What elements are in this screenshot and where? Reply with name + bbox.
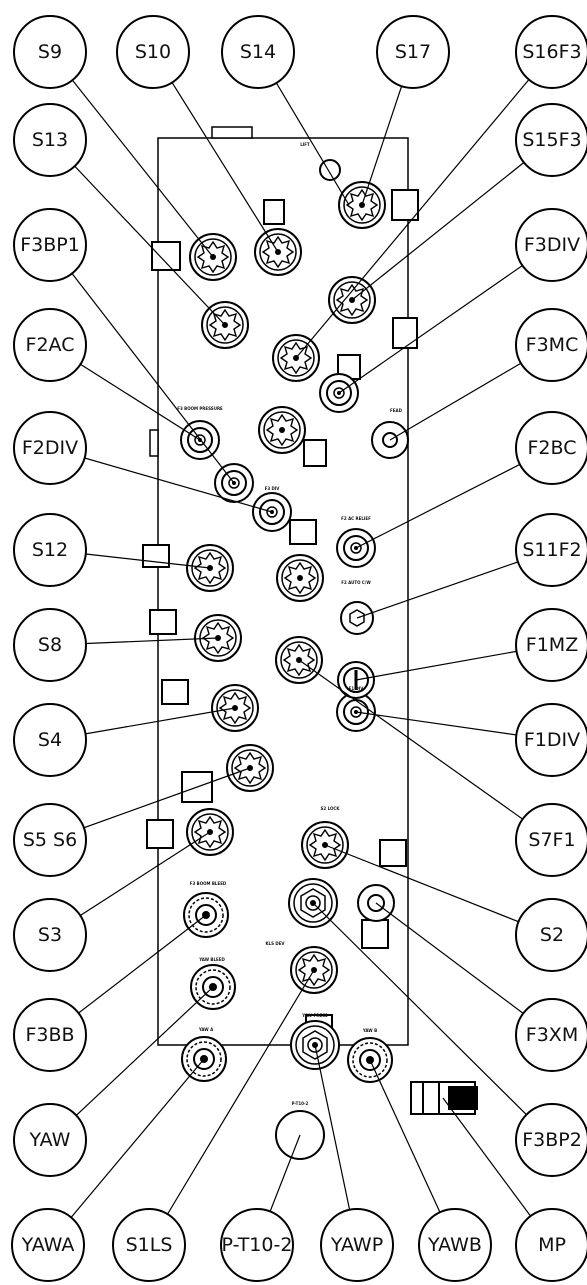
svg-text:S2: S2: [540, 924, 564, 946]
callout-s13: S13: [13, 103, 87, 177]
port-label-yaw-a: YAW A: [198, 1027, 214, 1032]
callout-f1div: F1DIV: [515, 703, 587, 777]
svg-text:F3MC: F3MC: [526, 334, 579, 356]
callout-f2div: F2DIV: [13, 411, 87, 485]
callout-pt102: P-T10-2: [220, 1208, 294, 1282]
callout-s12: S12: [13, 513, 87, 587]
callout-s7f1: S7F1: [515, 803, 587, 877]
callout-s17: S17: [376, 15, 450, 89]
callout-s8: S8: [13, 608, 87, 682]
callout-f3mc: F3MC: [515, 308, 587, 382]
port-label-f1-div: F1 DIV: [349, 686, 365, 691]
port-label-kls-dev: KLS DEV: [265, 941, 285, 946]
svg-text:S10: S10: [135, 41, 171, 63]
callout-f3bp1: F3BP1: [13, 208, 87, 282]
svg-text:S14: S14: [240, 41, 276, 63]
port-label-s2-lock: S2 LOCK: [321, 806, 341, 811]
port-label-yaw-bleed: YAW BLEED: [198, 957, 225, 962]
svg-text:MP: MP: [538, 1234, 566, 1256]
svg-text:F2AC: F2AC: [26, 334, 75, 356]
port-label-pt102: P-T10-2: [292, 1101, 309, 1106]
svg-text:F3BP2: F3BP2: [522, 1129, 582, 1151]
svg-text:S11F2: S11F2: [522, 539, 581, 561]
port-label-yaw-press: YAW PRESS: [301, 1013, 328, 1018]
callout-f3xm: F3XM: [515, 998, 587, 1072]
svg-text:F1MZ: F1MZ: [526, 634, 578, 656]
port-label-yaw-b: YAW B: [362, 1028, 377, 1033]
callout-f3bp2: F3BP2: [515, 1103, 587, 1177]
callout-yawp: YAWP: [320, 1208, 394, 1282]
callout-s5s6: S5 S6: [13, 803, 87, 877]
svg-text:F2DIV: F2DIV: [22, 437, 78, 459]
callout-s10: S10: [116, 15, 190, 89]
svg-text:S13: S13: [32, 129, 68, 151]
callout-s4: S4: [13, 703, 87, 777]
callout-s14: S14: [221, 15, 295, 89]
callout-s16f3: S16F3: [515, 15, 587, 89]
callout-f2ac: F2AC: [13, 308, 87, 382]
svg-text:S7F1: S7F1: [528, 829, 575, 851]
port-label-fead: FEAD: [390, 408, 403, 413]
svg-text:S4: S4: [38, 729, 62, 751]
svg-text:S9: S9: [38, 41, 62, 63]
port-labels: LIFT F3 BOOM PRESSURE FEAD F3 DIV F2 AC …: [177, 142, 402, 1106]
svg-text:F3BB: F3BB: [25, 1024, 74, 1046]
callout-f2bc: F2BC: [515, 411, 587, 485]
callout-s2: S2: [515, 898, 587, 972]
svg-text:YAWB: YAWB: [427, 1234, 482, 1256]
port-label-f2-auto-chw: F2 AUTO C/W: [341, 580, 371, 585]
callout-s11f2: S11F2: [515, 513, 587, 587]
svg-text:YAW: YAW: [29, 1129, 71, 1151]
svg-text:S17: S17: [395, 41, 431, 63]
svg-text:F2BC: F2BC: [528, 437, 577, 459]
callout-f1mz: F1MZ: [515, 608, 587, 682]
svg-text:S8: S8: [38, 634, 62, 656]
svg-text:S1LS: S1LS: [126, 1234, 173, 1256]
callout-f3div: F3DIV: [515, 208, 587, 282]
port-label-f3-boom-bleed: F3 BOOM BLEED: [190, 881, 227, 886]
svg-text:P-T10-2: P-T10-2: [222, 1234, 293, 1256]
svg-text:F3BP1: F3BP1: [20, 234, 80, 256]
svg-text:S16F3: S16F3: [522, 41, 581, 63]
port-label-f3-div: F3 DIV: [265, 486, 281, 491]
callout-s15f3: S15F3: [515, 103, 587, 177]
port-label-lift: LIFT: [300, 142, 310, 147]
callout-yaw: YAW: [13, 1103, 87, 1177]
callout-s9: S9: [13, 15, 87, 89]
svg-text:S5 S6: S5 S6: [23, 829, 77, 851]
callout-s1ls: S1LS: [112, 1208, 186, 1282]
svg-text:YAWP: YAWP: [330, 1234, 383, 1256]
coil-connectors: [142, 189, 419, 1042]
callout-bubbles: S9 S10 S14 S17 S16F3 S13 S15F3 F3BP1 F3D…: [11, 15, 587, 1282]
svg-text:F3XM: F3XM: [526, 1024, 578, 1046]
port-label-f3-boom-pressure: F3 BOOM PRESSURE: [177, 406, 223, 411]
callout-yawb: YAWB: [418, 1208, 492, 1282]
svg-text:S15F3: S15F3: [522, 129, 581, 151]
port-label-f2-ac-relief: F2 AC RELIEF: [341, 516, 371, 521]
svg-text:F3DIV: F3DIV: [524, 234, 580, 256]
callout-yawa: YAWA: [11, 1208, 85, 1282]
callout-s3: S3: [13, 898, 87, 972]
svg-text:F1DIV: F1DIV: [524, 729, 580, 751]
svg-text:S12: S12: [32, 539, 68, 561]
svg-text:S3: S3: [38, 924, 62, 946]
callout-mp: MP: [515, 1208, 587, 1282]
callout-f3bb: F3BB: [13, 998, 87, 1072]
svg-text:YAWA: YAWA: [21, 1234, 75, 1256]
